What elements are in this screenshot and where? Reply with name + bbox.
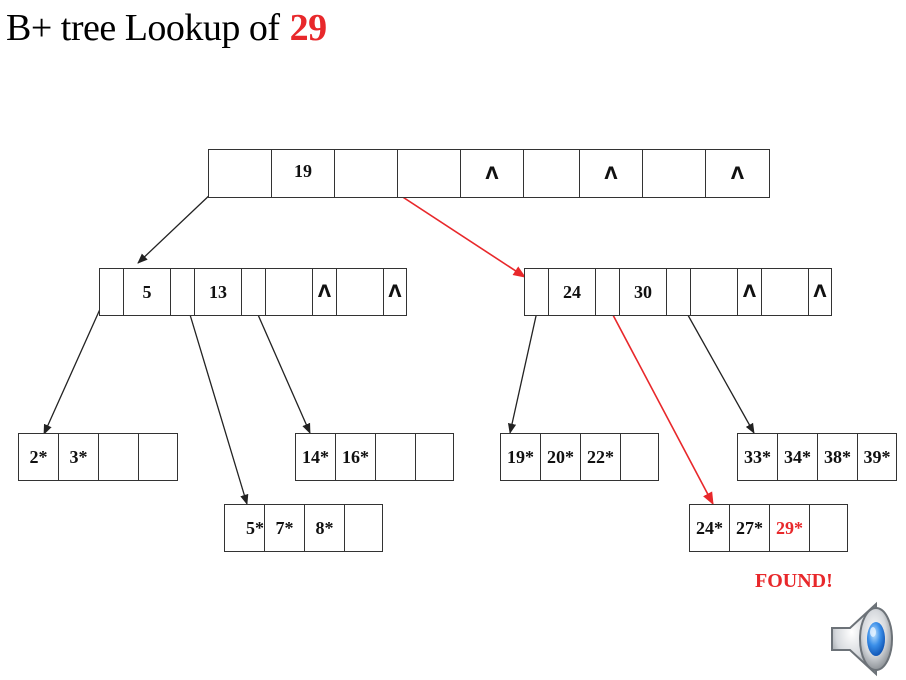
leaf-entry xyxy=(416,434,453,480)
left-null-ptr-8: Λ xyxy=(388,282,402,302)
found-entry: 29* xyxy=(770,505,810,551)
root-ptr-0 xyxy=(209,150,272,197)
right-key-7 xyxy=(762,269,809,315)
leaf-entry: 22* xyxy=(581,434,621,480)
right-null-ptr-6: Λ xyxy=(738,269,762,315)
leaf-node-4: 19* 20* 22* xyxy=(500,433,659,481)
leaf-entry: 16* xyxy=(336,434,376,480)
lookup-key: 29 xyxy=(289,7,328,49)
right-null-ptr-8: Λ xyxy=(813,282,827,302)
right-key-5 xyxy=(691,269,738,315)
left-key-5 xyxy=(266,269,313,315)
internal-node-left: 5 13 Λ Λ xyxy=(99,268,407,316)
left-key-3: 13 xyxy=(195,269,242,315)
leaf-entry: 39* xyxy=(863,446,891,467)
root-key-5 xyxy=(524,150,580,197)
right-ptr-4 xyxy=(667,269,691,315)
leaf-entry: 8* xyxy=(305,505,345,551)
right-ptr-0 xyxy=(525,269,549,315)
root-null-ptr-4: Λ xyxy=(461,150,524,197)
left-key-1: 5 xyxy=(124,269,171,315)
found-label: FOUND! xyxy=(755,570,833,592)
leaf-entry: 27* xyxy=(730,505,770,551)
leaf-entry: 38* xyxy=(818,434,858,480)
leaf-entry xyxy=(810,505,847,551)
leaf-entry xyxy=(99,434,139,480)
root-null-ptr-8: Λ xyxy=(730,163,745,184)
leaf-entry xyxy=(376,434,416,480)
leaf-node-1: 2* 3* xyxy=(18,433,178,481)
leaf-entry xyxy=(345,505,382,551)
leaf-entry: 2* xyxy=(19,434,59,480)
left-ptr-2 xyxy=(171,269,195,315)
right-key-3: 30 xyxy=(620,269,667,315)
leaf-entry: 33* xyxy=(738,434,778,480)
edge-right-to-leaf5 xyxy=(603,297,714,506)
leaf-entry: 19* xyxy=(501,434,541,480)
root-key-3 xyxy=(398,150,461,197)
left-ptr-0 xyxy=(100,269,124,315)
leaf-entry: 5* xyxy=(225,505,265,551)
leaf-node-6: 33* 34* 38* 39* xyxy=(737,433,897,481)
leaf-entry: 34* xyxy=(778,434,818,480)
leaf-entry: 3* xyxy=(59,434,99,480)
edge-left-to-leaf2 xyxy=(184,297,249,505)
leaf-entry: 24* xyxy=(690,505,730,551)
leaf-entry: 7* xyxy=(265,505,305,551)
internal-node-right: 24 30 Λ Λ xyxy=(524,268,832,316)
right-key-1: 24 xyxy=(549,269,596,315)
root-key-7 xyxy=(643,150,706,197)
root-key-1: 19 xyxy=(272,150,335,197)
leaf-node-2: 5* 7* 8* xyxy=(224,504,383,552)
root-node: 19 Λ Λ Λ xyxy=(208,149,770,198)
leaf-entry xyxy=(139,434,177,480)
left-ptr-4 xyxy=(242,269,266,315)
root-null-ptr-6: Λ xyxy=(580,150,643,197)
root-ptr-2 xyxy=(335,150,398,197)
right-ptr-2 xyxy=(596,269,620,315)
leaf-entry: 14* xyxy=(296,434,336,480)
edge-left-to-leaf1 xyxy=(43,297,106,435)
edge-right-to-leaf4 xyxy=(507,297,541,435)
leaf-entry: 20* xyxy=(541,434,581,480)
title-text: B+ tree Lookup of xyxy=(6,7,280,49)
leaf-node-5: 24* 27* 29* xyxy=(689,504,848,552)
leaf-node-3: 14* 16* xyxy=(295,433,454,481)
speaker-icon[interactable] xyxy=(824,598,906,680)
left-null-ptr-6: Λ xyxy=(313,269,337,315)
leaf-entry xyxy=(621,434,658,480)
left-key-7 xyxy=(337,269,384,315)
